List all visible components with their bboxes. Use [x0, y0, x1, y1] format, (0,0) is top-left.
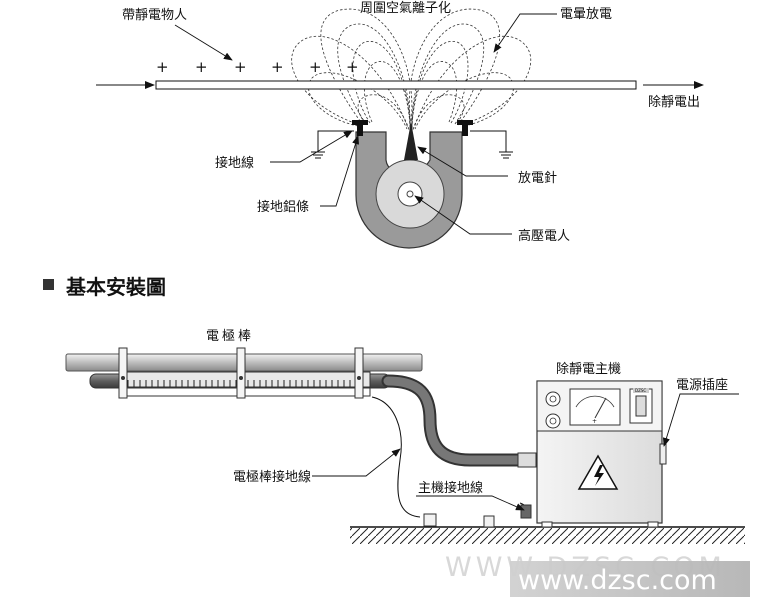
floor-hatch — [350, 528, 745, 544]
ground-wire-left — [317, 130, 354, 152]
label-electrode-bar: 電極棒 — [206, 328, 254, 344]
clamp-bolts — [121, 376, 361, 380]
ground-bracket-left-stem — [357, 124, 363, 136]
label-charged-object: 帶靜電物人 — [122, 8, 187, 23]
electrode-strip — [121, 371, 371, 388]
electrode-ground-clamp — [423, 513, 437, 527]
mount-clamps — [118, 347, 364, 399]
mount-clamp — [118, 347, 128, 399]
label-high-voltage-input: 高壓電人 — [518, 228, 570, 244]
label-ground-wire: 接地線 — [215, 155, 254, 171]
voltmeter-needle — [594, 397, 607, 419]
main-unit-ground-clamp — [520, 504, 532, 519]
electrode-ground-wire — [371, 396, 421, 518]
ground-symbol-right — [499, 151, 513, 159]
voltmeter-mark: + — [592, 418, 597, 425]
voltmeter-scale — [575, 395, 615, 408]
plus-charge: + — [234, 58, 247, 76]
mount-clamp — [354, 347, 364, 399]
power-socket — [659, 443, 667, 465]
ground-bracket-right — [457, 120, 473, 125]
label-static-removed: 除靜電出 — [648, 95, 700, 110]
watermark-site-text: www.dzsc.com — [518, 565, 717, 596]
field-lines — [291, 8, 532, 131]
discharge-needle — [404, 122, 418, 160]
watermark-banner — [510, 561, 750, 597]
mount-clamp — [236, 347, 246, 399]
label-discharge-needle: 放電針 — [518, 171, 557, 186]
power-switch-label-plate — [633, 388, 649, 393]
label-ground-aluminum-bar: 接地鋁條 — [257, 199, 309, 215]
indicator-lamp-top-inner — [549, 395, 557, 403]
main-unit-foot — [541, 521, 553, 528]
plus-charge: + — [346, 58, 359, 76]
main-unit-ground-terminal — [483, 515, 495, 528]
plus-charges: + + + + + + — [156, 58, 359, 76]
voltmeter — [569, 388, 621, 426]
plus-charge: + — [156, 58, 169, 76]
high-voltage-cable-core — [383, 376, 527, 465]
plus-charge: + — [309, 58, 322, 76]
panel-small-text: DZSC — [635, 388, 646, 393]
label-corona-discharge: 電暈放電 — [560, 7, 612, 22]
electrode-base — [121, 387, 371, 397]
install-leader-lines — [312, 393, 739, 511]
section-title: 基本安裝圖 — [66, 275, 166, 299]
lightning-bolt-icon — [594, 465, 604, 486]
label-power-socket: 電源插座 — [676, 378, 728, 393]
ground-bracket-right-stem — [462, 124, 468, 136]
ground-bracket-left — [352, 120, 368, 125]
label-electrode-ground-wire: 電極棒接地線 — [233, 469, 311, 485]
label-main-unit: 除靜電主機 — [556, 362, 621, 377]
ground-wire-right — [470, 130, 507, 152]
label-surrounding-ions: 周圍空氣離子化 — [360, 1, 451, 16]
principle-diagram: + + + + + + — [96, 1, 704, 249]
plus-charge: + — [271, 58, 284, 76]
indicator-lamp-bottom-inner — [549, 417, 557, 425]
power-switch — [635, 395, 647, 417]
core-dot — [406, 190, 414, 198]
leader-lines — [174, 13, 557, 235]
plus-charge: + — [195, 58, 208, 76]
install-diagram: + DZSC 電極棒 除靜電主機 電源插座 電極棒接地線 主機接地線 — [65, 328, 745, 544]
charged-plate — [155, 80, 637, 90]
main-unit-foot — [647, 521, 659, 528]
section-bullet — [43, 279, 54, 290]
high-voltage-cable — [381, 374, 529, 467]
cable-connector — [517, 452, 537, 468]
ground-symbol-left — [311, 151, 325, 159]
label-main-unit-ground-wire: 主機接地線 — [418, 480, 483, 496]
